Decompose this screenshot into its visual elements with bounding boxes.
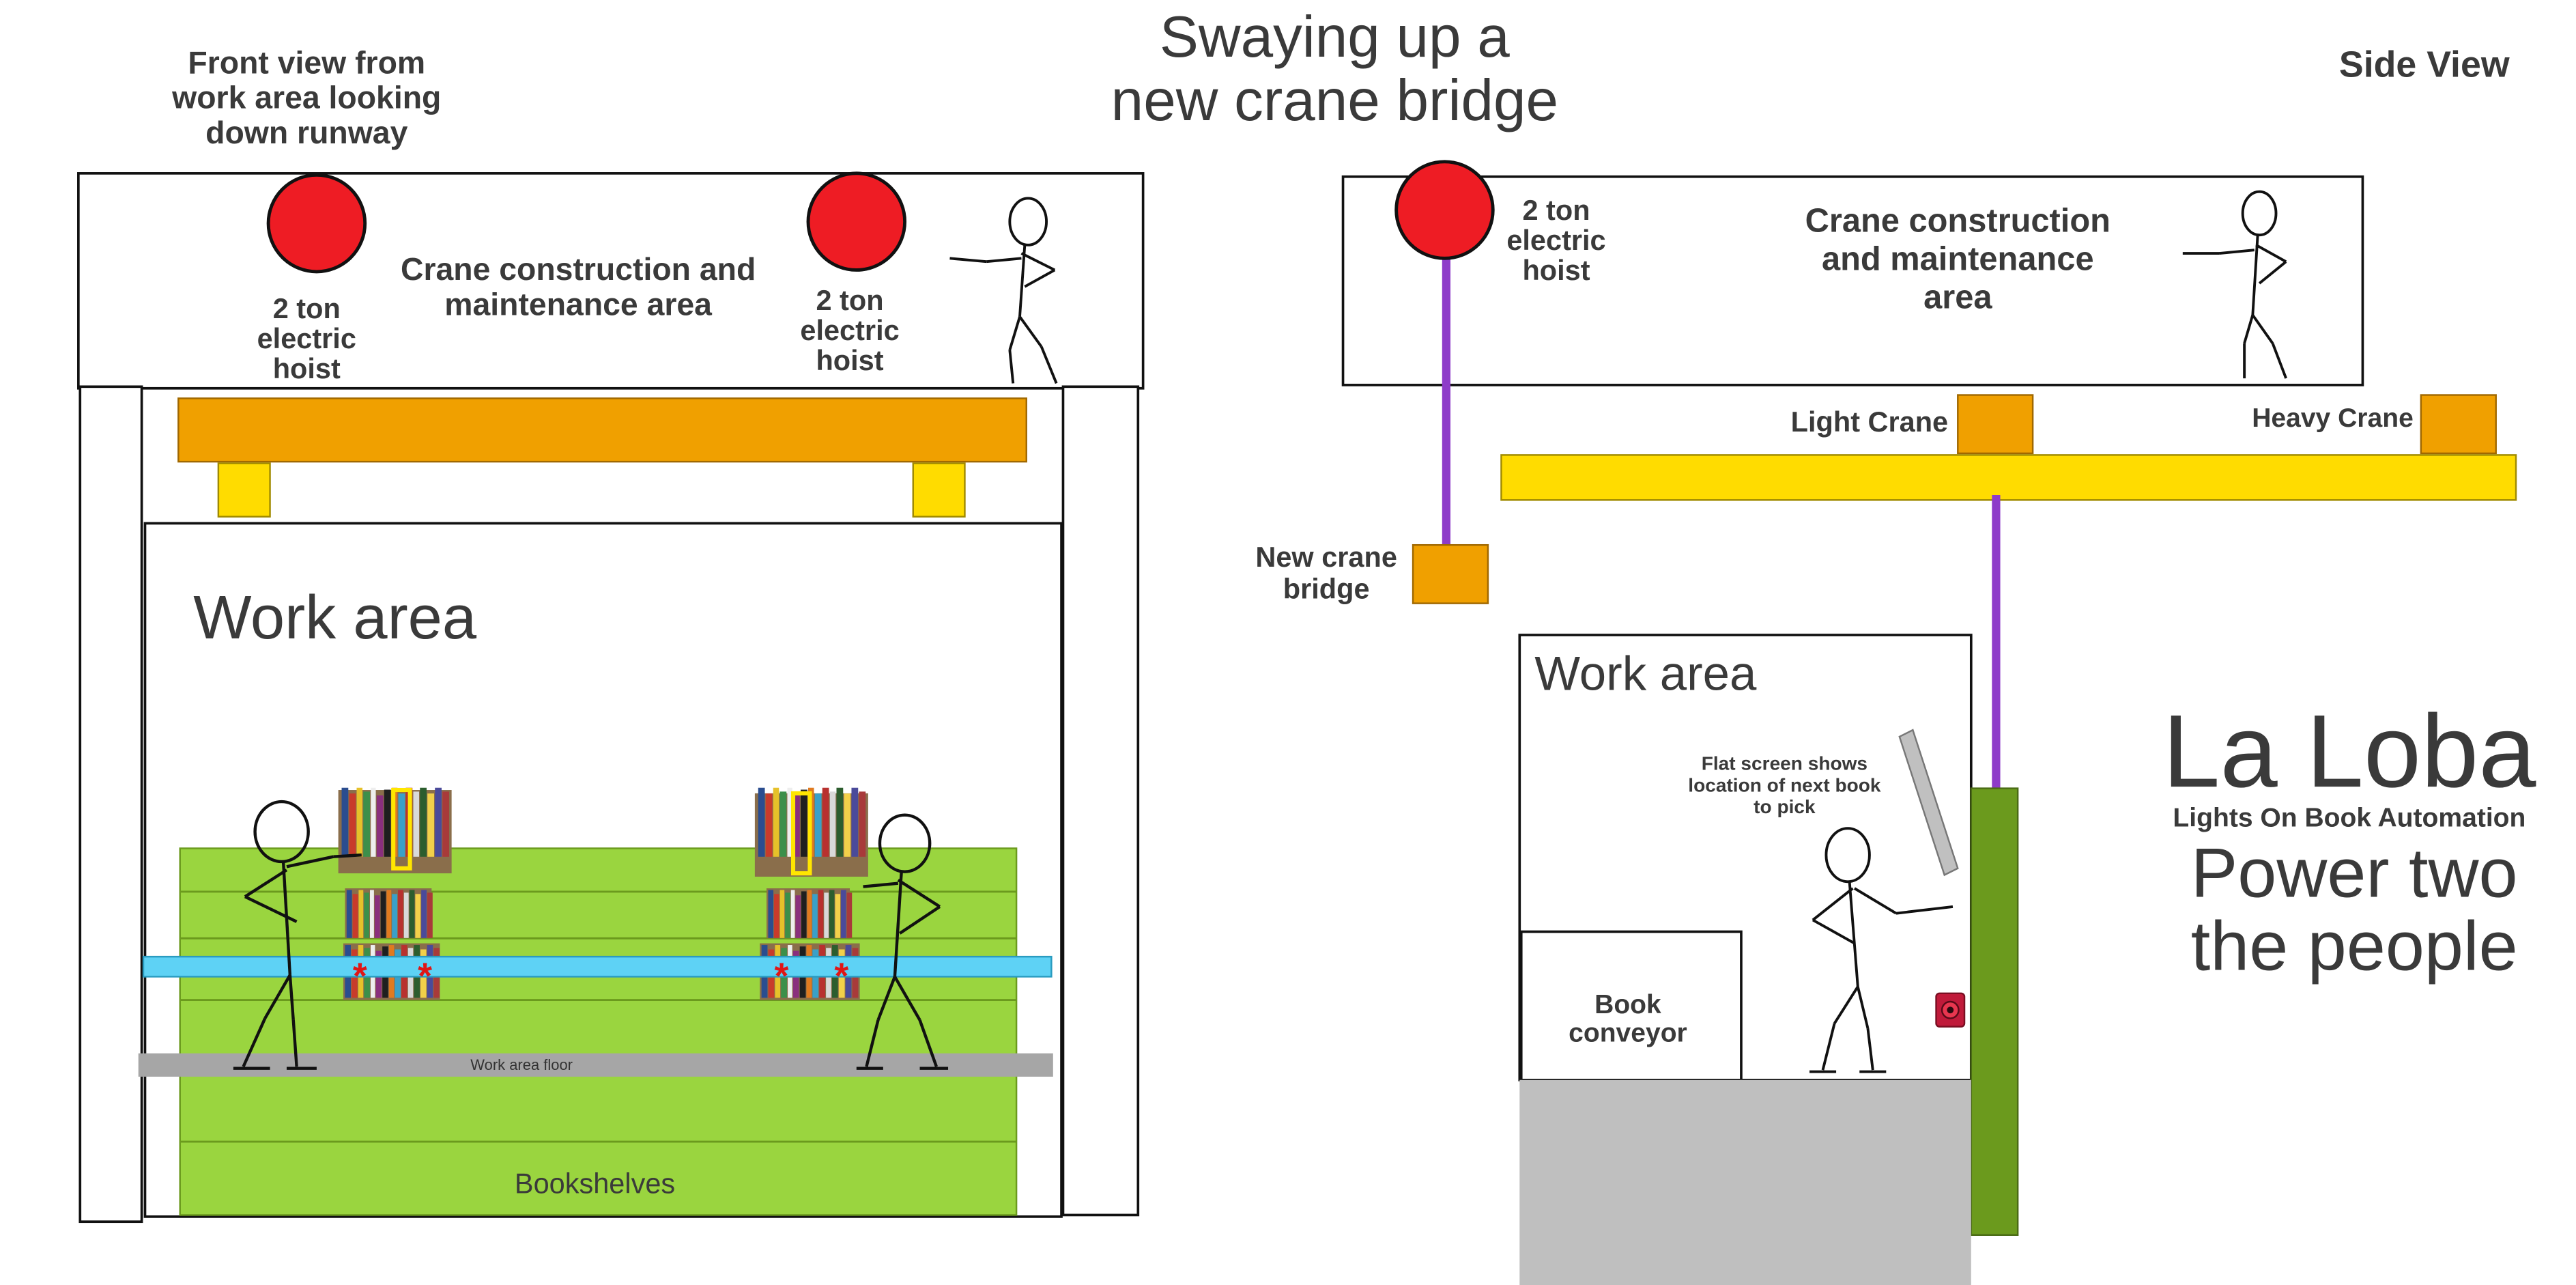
side-red-button-device [1936,993,1964,1027]
side-new-bridge-label-2: bridge [1283,572,1370,604]
front-bridge-truck-right [913,464,965,517]
side-view: Side View 2 ton electric hoist Crane con… [1255,44,2516,1285]
front-view-caption-2: work area looking [171,80,441,115]
side-floor-block [1519,1080,1971,1285]
side-hoist [1397,162,1493,259]
front-maintenance-label-2: maintenance area [444,286,713,322]
front-pick-marker-3: * [774,956,788,997]
side-flat-screen-label-3: to pick [1754,796,1816,817]
front-hoist-left-label-3: hoist [273,352,341,384]
front-view-caption-3: down runway [205,115,407,150]
side-light-crane-label: Light Crane [1791,406,1948,438]
front-work-area-label: Work area [193,583,477,652]
front-hoist-right-label-3: hoist [816,344,883,376]
front-hoist-left-label-2: electric [257,322,356,354]
front-view: Front view from work area looking down r… [78,44,1143,1222]
side-hoist-label-3: hoist [1522,254,1590,286]
front-bridge-truck-left [218,464,270,517]
side-new-bridge-label-1: New crane [1255,541,1397,573]
la-loba-logo: La Loba Lights On Book Automation Power … [2162,694,2536,985]
front-maintenance-label-1: Crane construction and [401,251,756,287]
front-pick-marker-1: * [353,956,367,997]
front-view-caption-1: Front view from [188,44,425,80]
side-heavy-crane-label: Heavy Crane [2252,404,2414,433]
front-hoist-left-label-1: 2 ton [273,292,341,324]
side-maintenance-label-3: area [1923,279,1992,316]
front-floor-label: Work area floor [470,1056,573,1073]
page-title-line1: Swaying up a [1160,5,1510,70]
front-crane-bridge [178,398,1026,462]
front-hoist-right-label-1: 2 ton [816,284,883,316]
logo-name: La Loba [2162,694,2536,809]
side-hoist-label-1: 2 ton [1522,194,1590,226]
side-maintenance-label-1: Crane construction [1805,202,2110,239]
logo-subtitle: Lights On Book Automation [2173,804,2525,833]
side-conveyor-label-2: conveyor [1569,1019,1687,1048]
front-bookshelves [180,848,1016,1215]
page-title-line2: new crane bridge [1111,68,1558,133]
front-blue-rail [143,957,1051,976]
logo-tagline-1: Power two [2191,833,2518,912]
side-hoist-label-2: electric [1506,224,1605,256]
front-hoist-left [268,175,365,272]
front-bookshelves-label: Bookshelves [515,1168,675,1200]
front-work-area-floor [139,1054,1053,1077]
logo-tagline-2: the people [2191,907,2518,985]
side-conveyor-label-1: Book [1594,990,1661,1019]
side-flat-screen-label-2: location of next book [1688,774,1881,795]
side-runway-beam [1501,455,2516,500]
side-maintenance-label-2: and maintenance [1822,240,2094,277]
side-light-crane [1958,395,2033,453]
side-flat-screen-label-1: Flat screen shows [1702,753,1867,774]
front-pick-marker-2: * [418,956,432,997]
side-new-crane-bridge [1413,545,1488,603]
front-hoist-right [808,173,905,270]
front-pick-marker-4: * [834,956,848,997]
front-left-pillar [80,386,141,1222]
side-work-area-label: Work area [1534,647,1757,701]
side-view-caption: Side View [2339,44,2510,85]
side-bookshelf [1971,789,2018,1235]
front-hoist-right-label-2: electric [800,314,899,346]
side-heavy-crane [2421,395,2496,453]
front-right-pillar [1063,386,1138,1215]
